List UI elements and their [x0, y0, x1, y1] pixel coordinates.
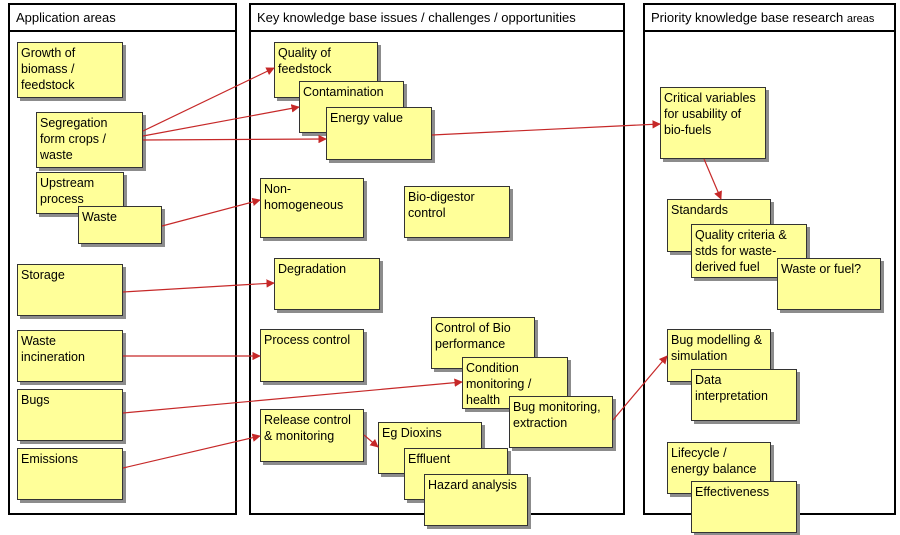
note-bio-digestor-control: Bio-digestor control	[404, 186, 510, 238]
note-bug-monitoring: Bug monitoring, extraction	[509, 396, 613, 448]
note-waste: Waste	[78, 206, 162, 244]
note-energy-value: Energy value	[326, 107, 432, 160]
note-data-interpretation: Data interpretation	[691, 369, 797, 421]
note-growth-biomass: Growth of biomass / feedstock	[17, 42, 123, 98]
column-title-priority-main: Priority knowledge base research	[651, 10, 847, 25]
note-bugs: Bugs	[17, 389, 123, 441]
note-hazard-analysis: Hazard analysis	[424, 474, 528, 526]
column-title-priority: Priority knowledge base research areas	[645, 5, 894, 32]
note-effectiveness: Effectiveness	[691, 481, 797, 533]
note-segregation: Segregation form crops / waste	[36, 112, 143, 168]
column-title-priority-small: areas	[846, 13, 875, 25]
note-degradation: Degradation	[274, 258, 380, 310]
column-title-application-areas: Application areas	[10, 5, 235, 32]
note-release-control: Release control & monitoring	[260, 409, 364, 462]
column-title-issues: Key knowledge base issues / challenges /…	[251, 5, 623, 32]
note-waste-or-fuel: Waste or fuel?	[777, 258, 881, 310]
note-emissions: Emissions	[17, 448, 123, 500]
note-critical-variables: Critical variables for usability of bio-…	[660, 87, 766, 159]
note-process-control: Process control	[260, 329, 364, 382]
note-non-homogeneous: Non- homogeneous	[260, 178, 364, 238]
note-storage: Storage	[17, 264, 123, 316]
note-waste-incineration: Waste incineration	[17, 330, 123, 382]
